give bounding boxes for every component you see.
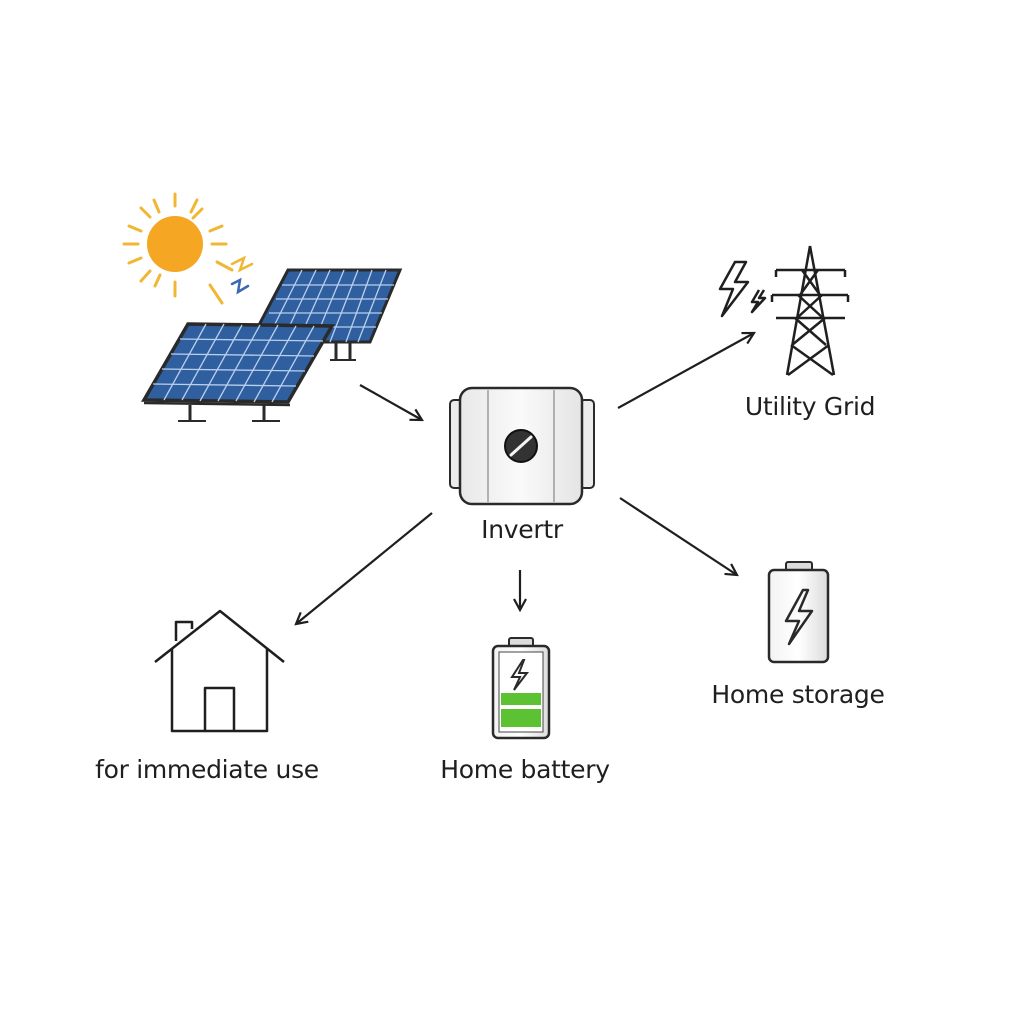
battery-icon (767, 561, 830, 664)
utility-grid-label: Utility Grid (744, 392, 876, 421)
battery-icon (491, 637, 551, 740)
arrow-inverter-to-grid (617, 333, 754, 409)
solar-panel-icon (140, 268, 403, 422)
immediate-use-label: for immediate use (95, 755, 319, 784)
lightning-icon (718, 260, 767, 318)
sun-icon (122, 192, 254, 305)
transmission-tower-icon (770, 245, 850, 377)
home-storage-label: Home storage (711, 680, 885, 709)
inverter-label: Invertr (481, 515, 563, 544)
arrow-inverter-to-storage (619, 497, 737, 575)
home-battery-label: Home battery (440, 755, 610, 784)
house-icon (154, 609, 285, 733)
arrow-panels-to-inverter (359, 384, 422, 420)
arrow-inverter-to-house (296, 512, 433, 624)
inverter-icon (449, 386, 595, 506)
